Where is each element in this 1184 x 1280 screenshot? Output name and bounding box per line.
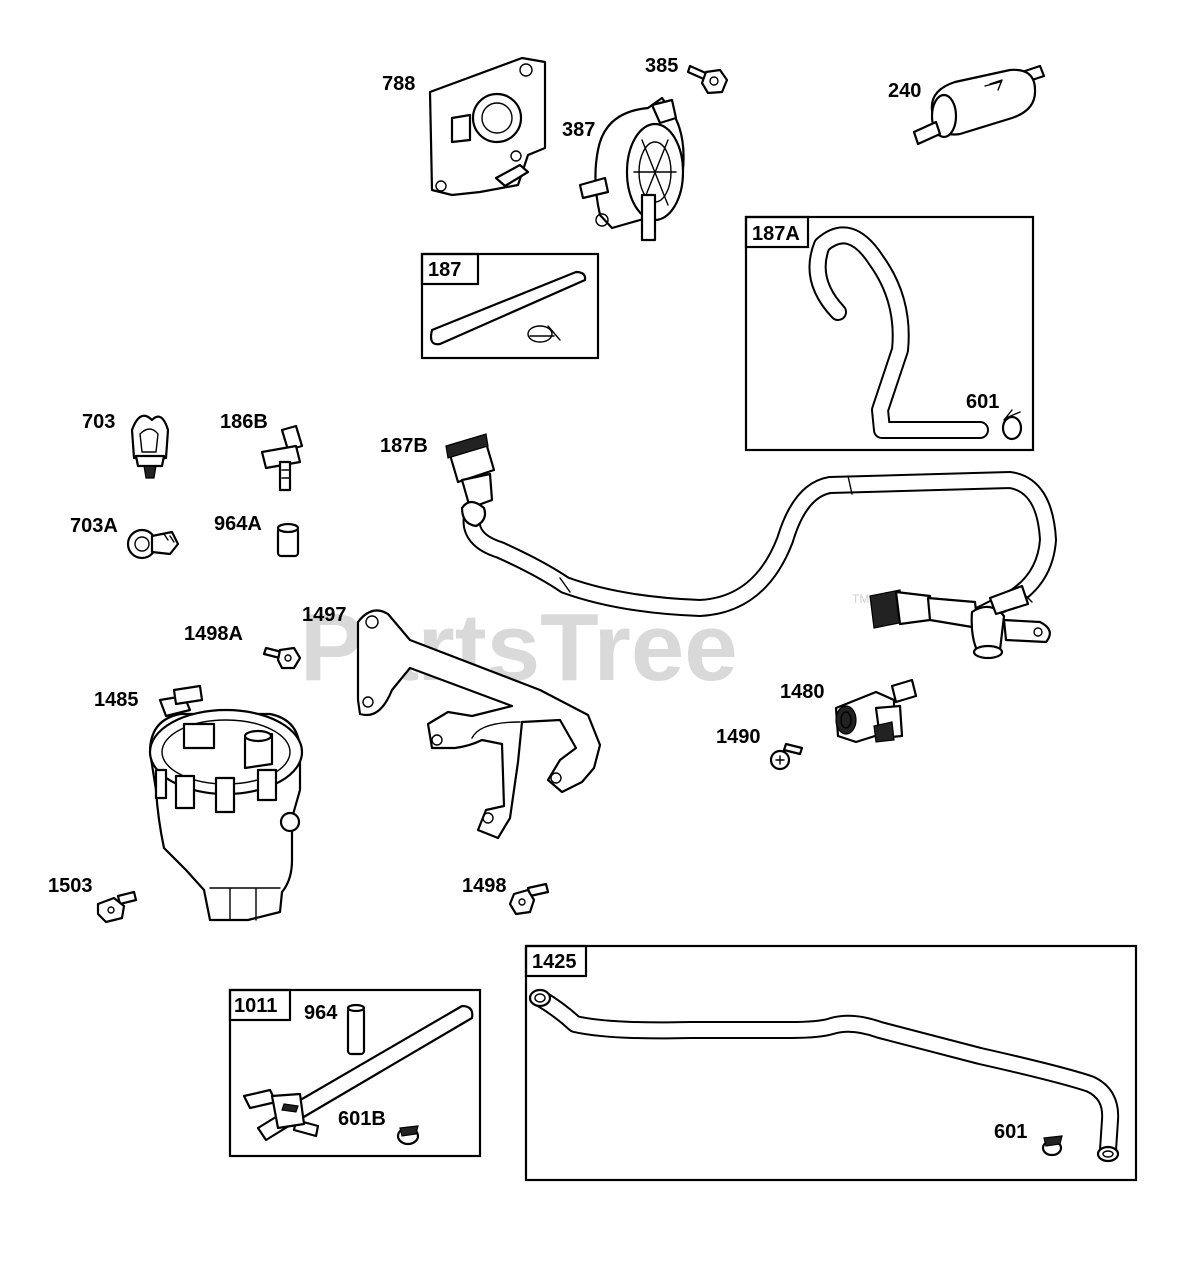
part-385-screw[interactable]: [686, 64, 729, 95]
label-964: 964: [304, 1002, 338, 1024]
part-601-clamp-187A[interactable]: [1001, 409, 1023, 441]
label-788: 788: [382, 73, 415, 95]
part-1503-bolt[interactable]: [96, 890, 138, 924]
label-1498: 1498: [462, 875, 507, 897]
label-1503: 1503: [48, 875, 93, 897]
part-1498A-bolt[interactable]: [262, 646, 302, 670]
part-1497-bracket[interactable]: [356, 609, 602, 840]
label-703: 703: [82, 411, 115, 433]
label-601-1425: 601: [994, 1121, 1027, 1143]
box-1425[interactable]: [524, 944, 1138, 1182]
label-387: 387: [562, 119, 595, 141]
part-703-clip[interactable]: [130, 414, 170, 479]
label-1011: 1011: [234, 995, 277, 1017]
box-1011[interactable]: [228, 988, 482, 1158]
part-187-hose-clamp[interactable]: [527, 325, 561, 343]
watermark-trademark: TM: [852, 592, 869, 606]
label-1425: 1425: [532, 951, 577, 973]
label-1480: 1480: [780, 681, 825, 703]
part-703A-clip[interactable]: [126, 528, 180, 560]
part-387-fuel-pump[interactable]: [578, 96, 685, 242]
label-703A: 703A: [70, 515, 118, 537]
part-601-clamp-1425[interactable]: [1041, 1135, 1063, 1157]
box-187[interactable]: [420, 252, 600, 360]
part-1490-screw[interactable]: [769, 742, 804, 771]
label-1485: 1485: [94, 689, 139, 711]
part-187B-fuel-hose[interactable]: [445, 433, 1057, 660]
label-1497: 1497: [302, 604, 347, 626]
part-964-sleeve[interactable]: [346, 1003, 366, 1056]
label-1498A: 1498A: [184, 623, 243, 645]
label-186B: 186B: [220, 411, 268, 433]
label-1490: 1490: [716, 726, 761, 748]
part-1498-bolt[interactable]: [508, 882, 550, 916]
box-187A[interactable]: [744, 215, 1035, 452]
part-240-fuel-filter[interactable]: [912, 64, 1046, 146]
label-187A: 187A: [752, 223, 800, 245]
label-601B: 601B: [338, 1108, 386, 1130]
part-788-bracket-plate[interactable]: [428, 56, 547, 197]
label-601-187A: 601: [966, 391, 999, 413]
part-1485-canister[interactable]: [148, 684, 304, 922]
part-186B-fitting[interactable]: [260, 424, 304, 492]
label-385: 385: [645, 55, 678, 77]
part-1480-connector[interactable]: [834, 678, 918, 744]
label-187B: 187B: [380, 435, 428, 457]
label-240: 240: [888, 80, 921, 102]
part-601B-clamp[interactable]: [396, 1125, 420, 1146]
label-964A: 964A: [214, 513, 262, 535]
label-187: 187: [428, 259, 461, 281]
part-964A-sleeve[interactable]: [276, 522, 300, 558]
